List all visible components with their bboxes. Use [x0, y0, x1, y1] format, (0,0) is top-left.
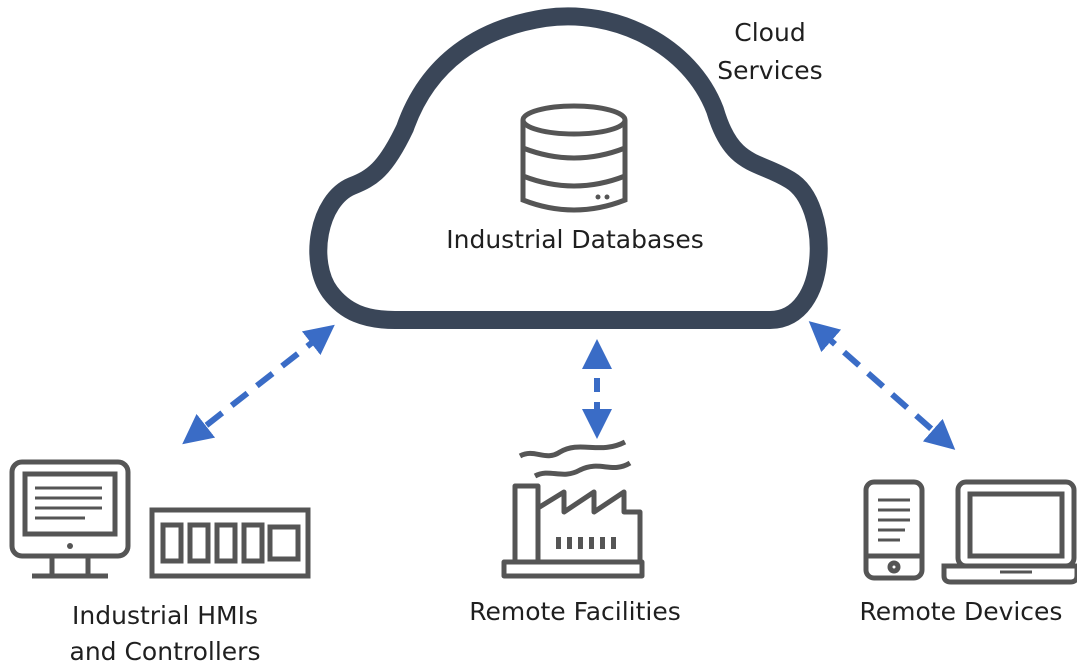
- desktop-monitor-icon: [9, 459, 131, 579]
- bidirectional-arrow-icon: [808, 321, 956, 450]
- hmis-line-1: Industrial HMIs: [72, 601, 258, 630]
- hmis-line-2: and Controllers: [69, 637, 261, 666]
- laptop-icon: [941, 479, 1077, 585]
- factory-icon: [501, 439, 645, 579]
- cloud-services-line-2: Services: [717, 56, 823, 85]
- industrial-databases-label: Industrial Databases: [446, 225, 704, 254]
- remote-devices-label: Remote Devices: [859, 597, 1063, 626]
- smartphone-icon: [863, 479, 925, 581]
- bidirectional-arrow-icon: [182, 324, 335, 445]
- cloud-icon: [309, 7, 828, 329]
- remote-facilities-label: Remote Facilities: [469, 597, 681, 626]
- plc-controller-icon: [149, 507, 311, 579]
- database-icon: [520, 103, 628, 213]
- industrial-hmis-label: Industrial HMIs and Controllers: [30, 598, 300, 670]
- cloud-services-line-1: Cloud: [734, 18, 806, 47]
- cloud-services-label: Cloud Services: [700, 14, 840, 90]
